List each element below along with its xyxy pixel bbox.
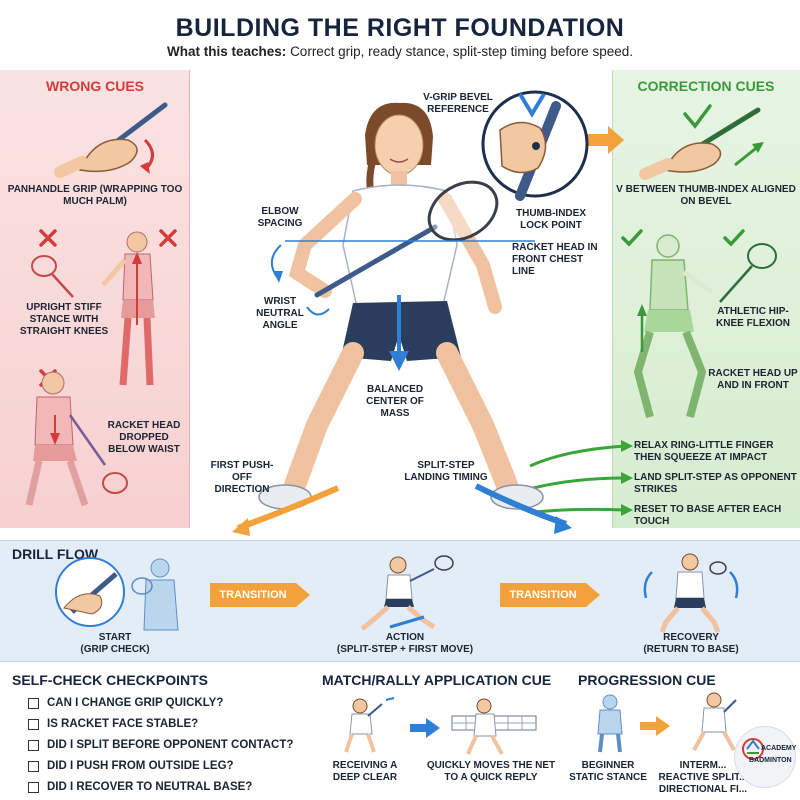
wrong-cues-title: WRONG CUES — [46, 78, 144, 94]
checkbox[interactable] — [28, 718, 39, 730]
drill-step-action: ACTION (SPLIT-STEP + FIRST MOVE) — [336, 632, 474, 655]
wrong-cue-stiff-stance: UPRIGHT STIFF STANCE WITH STRAIGHT KNEES — [19, 302, 109, 337]
label-racket-head: RACKET HEAD IN FRONT CHEST LINE — [512, 242, 598, 277]
checkpoint-push[interactable]: DID I PUSH FROM OUTSIDE LEG? — [28, 760, 234, 772]
drill-step-start: START (GRIP CHECK) — [80, 632, 150, 655]
wrong-cue-racket-dropped: RACKET HEAD DROPPED BELOW WAIST — [107, 420, 181, 455]
checkpoint-racket-face[interactable]: IS RACKET FACE STABLE? — [28, 718, 198, 730]
subtitle-prefix: What this teaches: — [167, 44, 287, 59]
red-x-icon — [39, 229, 57, 247]
correction-cue-hip-knee: ATHLETIC HIP-KNEE FLEXION — [716, 306, 790, 329]
green-check-icon — [723, 229, 745, 247]
net-reply-illustration — [451, 698, 537, 755]
grip-zoom-circle — [481, 90, 589, 201]
reactive-split-illustration — [692, 692, 737, 751]
tip-land-split-step: LAND SPLIT-STEP AS OPPONENT STRIKES — [634, 472, 797, 495]
logo-line2: BADMINTON — [749, 757, 792, 764]
match-cue-right: QUICKLY MOVES THE NET TO A QUICK REPLY — [426, 760, 556, 783]
page-title: BUILDING THE RIGHT FOUNDATION — [175, 14, 625, 42]
push-off-arrow — [232, 485, 340, 536]
action-split-step-illustration — [360, 555, 454, 631]
recovery-illustration — [643, 553, 739, 633]
label-balanced-mass: BALANCED CENTER OF MASS — [366, 384, 424, 419]
start-grip-check-illustration — [55, 557, 179, 631]
racket-icon — [719, 243, 777, 303]
ready-stance-player — [258, 102, 544, 510]
tip-reset-base: RESET TO BASE AFTER EACH TOUCH — [634, 504, 782, 527]
checkbox[interactable] — [28, 760, 39, 772]
wrong-cue-panhandle: PANHANDLE GRIP (WRAPPING TOO MUCH PALM) — [7, 184, 183, 207]
green-check-icon — [621, 229, 643, 247]
label-push-off: FIRST PUSH-OFF DIRECTION — [210, 460, 274, 495]
dropped-racket-illustration — [25, 371, 128, 507]
correction-cue-v-grip: V BETWEEN THUMB-INDEX ALIGNED ON BEVEL — [616, 184, 796, 207]
label-thumb-index: THUMB-INDEX LOCK POINT — [516, 208, 586, 231]
label-wrist-angle: WRIST NEUTRAL ANGLE — [256, 296, 304, 331]
receiving-clear-illustration — [344, 697, 395, 753]
self-check-title: SELF-CHECK CHECKPOINTS — [12, 672, 209, 688]
beginner-static-illustration — [597, 694, 623, 753]
label-split-step: SPLIT-STEP LANDING TIMING — [404, 460, 488, 483]
athletic-stance-illustration — [633, 234, 714, 419]
correction-cue-racket-up: RACKET HEAD UP AND IN FRONT — [708, 368, 798, 391]
drill-flow-title: DRILL FLOW — [12, 546, 99, 562]
orange-arrow-icon — [640, 716, 670, 736]
checkpoint-recover[interactable]: DID I RECOVER TO NEUTRAL BASE? — [28, 781, 252, 793]
correct-grip-illustration — [639, 104, 764, 180]
tip-arrows — [529, 440, 633, 516]
page-subtitle: What this teaches: Correct grip, ready s… — [0, 44, 800, 59]
progression-cue-right: INTERM... REACTIVE SPLIT... DIRECTIONAL … — [658, 760, 748, 795]
transition-arrow-2: TRANSITION — [500, 583, 600, 607]
label-elbow-spacing: ELBOW SPACING — [257, 206, 303, 229]
match-cue-title: MATCH/RALLY APPLICATION CUE — [322, 672, 552, 688]
academy-logo: ACADEMY BADMINTON — [734, 726, 796, 788]
checkbox[interactable] — [28, 739, 39, 751]
label-v-grip: V-GRIP BEVEL REFERENCE — [423, 92, 493, 115]
transition-arrow-1: TRANSITION — [210, 583, 310, 607]
blue-arrow-icon — [410, 718, 440, 738]
orange-arrow-icon — [586, 126, 624, 154]
progression-cue-left: BEGINNER STATIC STANCE — [569, 760, 647, 783]
panhandle-grip-illustration — [54, 102, 168, 178]
tip-relax-fingers: RELAX RING-LITTLE FINGER THEN SQUEEZE AT… — [634, 440, 774, 463]
progression-cue-title: PROGRESSION CUE — [578, 672, 716, 688]
racket-icon — [31, 255, 74, 298]
stiff-stance-illustration — [101, 231, 155, 386]
correction-cues-title: CORRECTION CUES — [637, 78, 775, 94]
match-cue-left: RECEIVING A DEEP CLEAR — [332, 760, 398, 783]
logo-line1: ACADEMY — [761, 745, 797, 752]
split-step-arrow — [474, 483, 572, 534]
checkbox[interactable] — [28, 781, 39, 793]
drill-step-recovery: RECOVERY (RETURN TO BASE) — [643, 632, 739, 655]
subtitle-text: Correct grip, ready stance, split-step t… — [290, 44, 633, 59]
checkbox[interactable] — [28, 697, 39, 709]
checkpoint-split[interactable]: DID I SPLIT BEFORE OPPONENT CONTACT? — [28, 739, 293, 751]
checkpoint-grip[interactable]: CAN I CHANGE GRIP QUICKLY? — [28, 697, 223, 709]
shuttlecock-logo-icon — [742, 738, 764, 760]
red-x-icon — [159, 229, 177, 247]
